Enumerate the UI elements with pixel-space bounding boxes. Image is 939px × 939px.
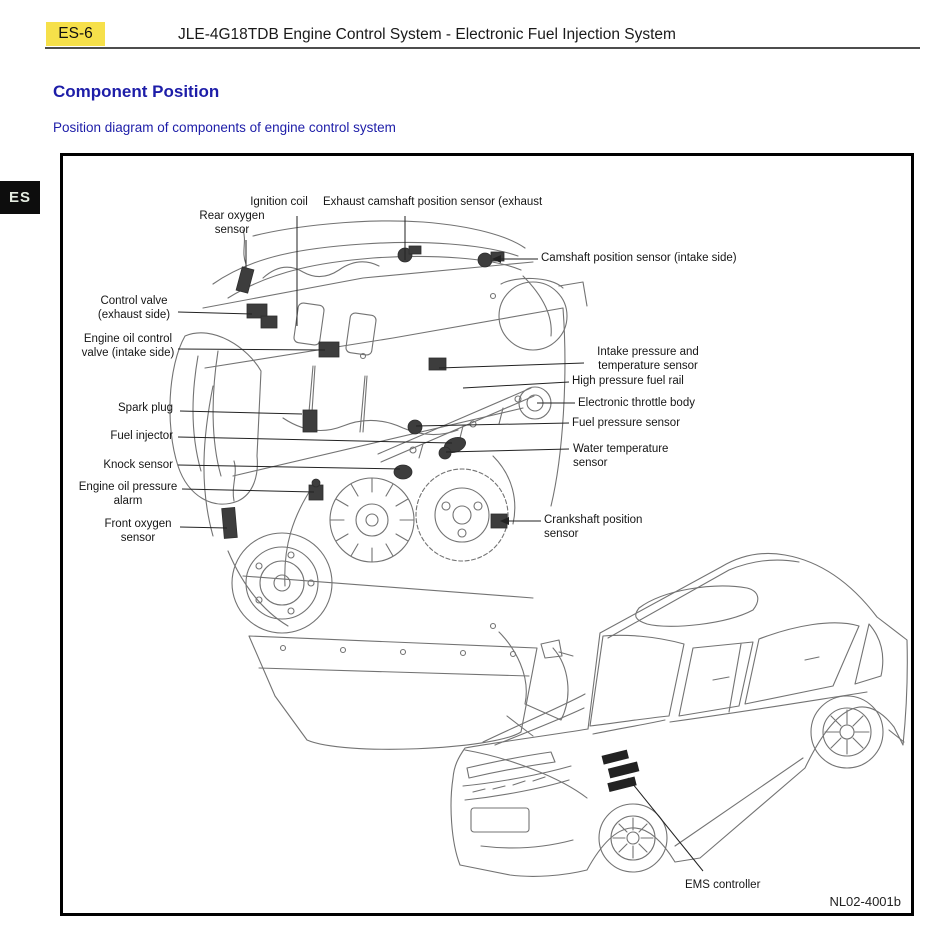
label-rear-oxygen-sensor: Rear oxygen sensor <box>199 210 265 236</box>
label-engine-oil-pressure-alarm: Engine oil pressure alarm <box>78 481 178 507</box>
section-subheading: Position diagram of components of engine… <box>53 120 396 135</box>
label-front-oxygen-sensor: Front oxygen sensor <box>104 518 172 544</box>
label-knock-sensor: Knock sensor <box>103 459 173 471</box>
header-rule <box>45 47 920 49</box>
label-spark-plug: Spark plug <box>118 402 173 414</box>
label-fuel-injector: Fuel injector <box>110 430 173 442</box>
label-ems-controller: EMS controller <box>685 879 761 891</box>
label-ignition-coil: Ignition coil <box>250 196 308 208</box>
component-position-figure: Ignition coil Exhaust camshaft position … <box>60 153 914 916</box>
label-camshaft-position-sensor-intake-side: Camshaft position sensor (intake side) <box>541 252 737 264</box>
figure-code: NL02-4001b <box>829 894 901 909</box>
label-electronic-throttle-body: Electronic throttle body <box>578 397 695 409</box>
label-high-pressure-fuel-rail: High pressure fuel rail <box>572 375 684 387</box>
label-exhaust-camshaft-position-sensor: Exhaust camshaft position sensor (exhaus… <box>323 196 543 208</box>
vehicle-illustration <box>450 552 908 877</box>
label-engine-oil-control-valve-intake-side: Engine oil control valve (intake side) <box>81 333 175 359</box>
label-water-temperature-sensor: Water temperature sensor <box>573 443 669 469</box>
document-title: JLE-4G18TDB Engine Control System - Elec… <box>178 26 676 43</box>
label-control-valve-exhaust-side: Control valve (exhaust side) <box>97 295 171 321</box>
engine-sensor-parts <box>221 245 508 539</box>
engine-and-vehicle-illustration <box>169 216 908 877</box>
section-tab-es: ES <box>0 181 40 214</box>
leader-arrowheads <box>492 255 509 525</box>
section-heading: Component Position <box>53 82 220 101</box>
page-code-badge: ES-6 <box>46 22 105 46</box>
label-fuel-pressure-sensor: Fuel pressure sensor <box>572 417 681 429</box>
label-intake-pressure-and-temperature-sensor: Intake pressure and temperature sensor <box>597 346 699 372</box>
label-crankshaft-position-sensor: Crankshaft position sensor <box>544 514 643 540</box>
leader-lines <box>177 216 704 872</box>
engine-illustration <box>169 220 588 750</box>
